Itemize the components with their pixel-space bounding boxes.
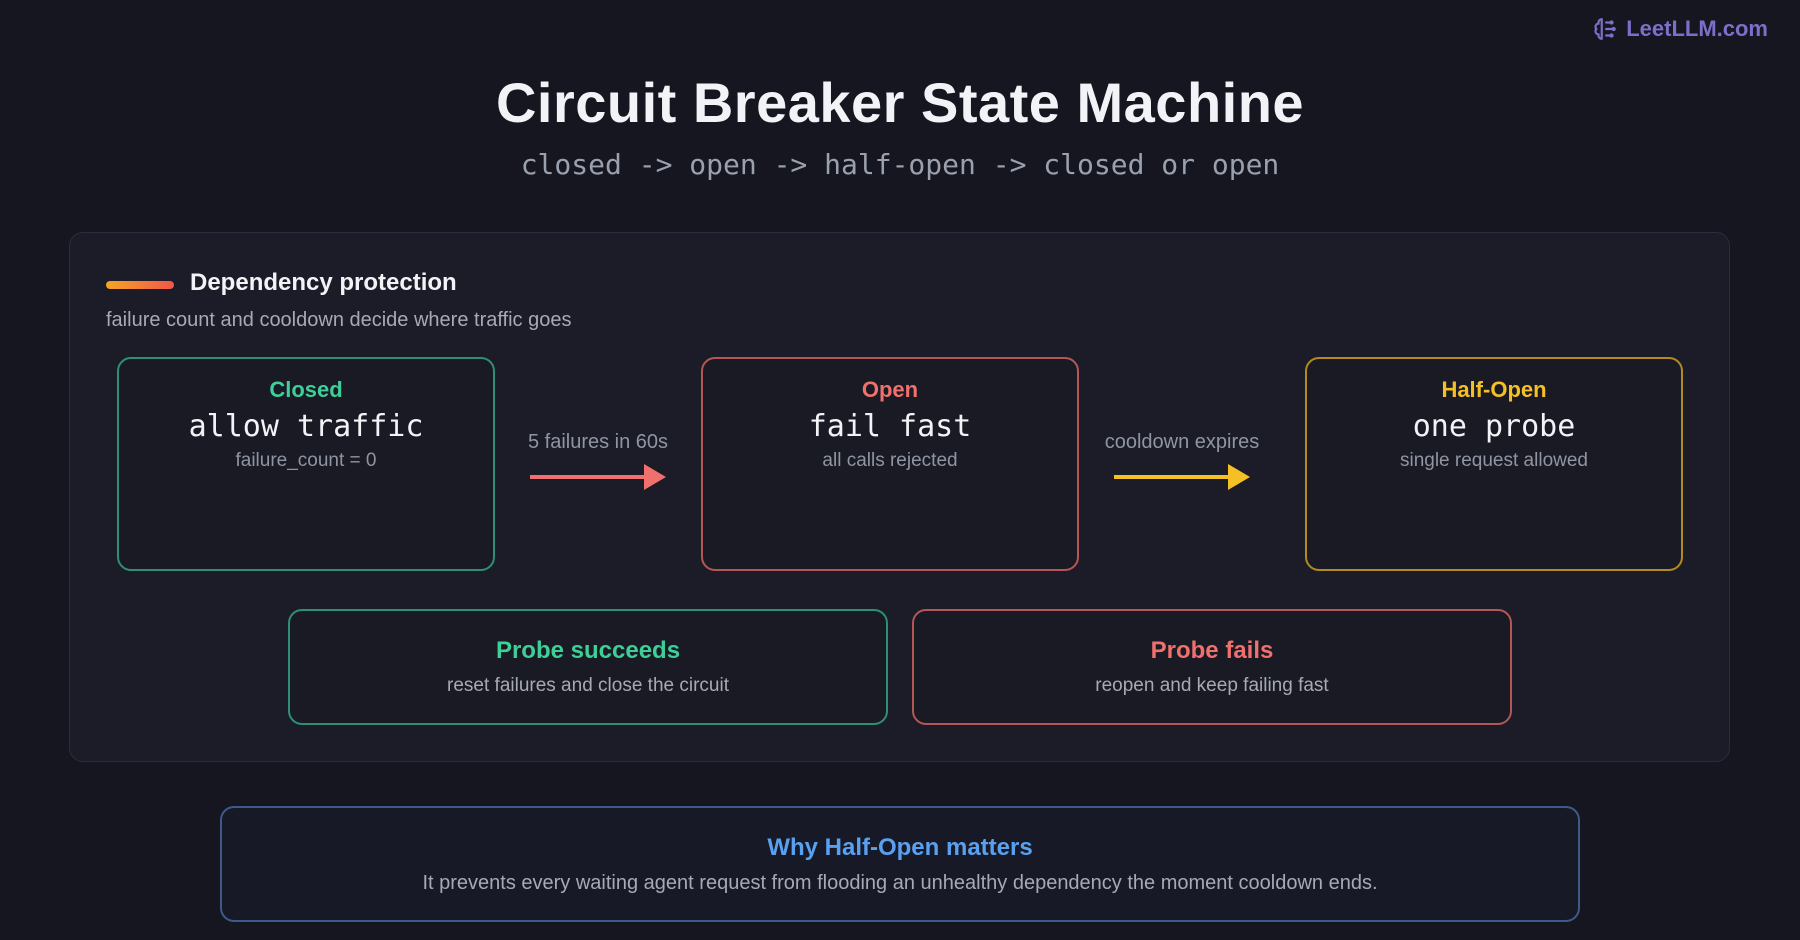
outcome-description: reset failures and close the circuit [447, 675, 729, 696]
note-title: Why Half-Open matters [767, 834, 1033, 861]
panel-description: failure count and cooldown decide where … [106, 309, 572, 331]
outcome-title: Probe fails [1150, 637, 1274, 664]
state-detail: all calls rejected [822, 450, 958, 471]
brand-logo[interactable]: LeetLLM.com [1592, 16, 1768, 42]
state-name: Half-Open [1441, 377, 1547, 402]
page-subtitle: closed -> open -> half-open -> closed or… [520, 148, 1280, 181]
state-closed: Closed allow traffic failure_count = 0 [117, 357, 495, 571]
brand-label: LeetLLM.com [1626, 16, 1768, 41]
state-name: Open [861, 377, 919, 402]
state-half-open: Half-Open one probe single request allow… [1305, 357, 1683, 571]
dependency-protection-panel: Dependency protection failure count and … [69, 232, 1730, 762]
state-action: one probe [1412, 409, 1576, 444]
transition-label: 5 failures in 60s [527, 431, 669, 453]
brain-icon [1594, 18, 1617, 40]
page-title: Circuit Breaker State Machine [495, 71, 1305, 134]
outcome-title: Probe succeeds [495, 637, 681, 664]
transition-closed-to-open: 5 failures in 60s [498, 431, 698, 492]
state-open: Open fail fast all calls rejected [701, 357, 1079, 571]
outcome-probe-succeeds: Probe succeeds reset failures and close … [288, 609, 888, 725]
panel-heading: Dependency protection [190, 269, 457, 296]
state-name: Closed [269, 377, 343, 402]
state-action: allow traffic [188, 409, 424, 444]
transition-open-to-half-open: cooldown expires [1082, 431, 1282, 492]
note-description: It prevents every waiting agent request … [422, 872, 1378, 894]
arrow-right-icon [1114, 464, 1250, 490]
state-action: fail fast [808, 409, 972, 444]
why-half-open-note: Why Half-Open matters It prevents every … [220, 806, 1580, 922]
state-detail: failure_count = 0 [235, 450, 377, 471]
outcome-probe-fails: Probe fails reopen and keep failing fast [912, 609, 1512, 725]
arrow-right-icon [530, 464, 666, 490]
outcome-description: reopen and keep failing fast [1095, 675, 1329, 696]
transition-label: cooldown expires [1104, 431, 1260, 453]
state-detail: single request allowed [1399, 450, 1588, 471]
panel-accent-bar [106, 281, 174, 289]
